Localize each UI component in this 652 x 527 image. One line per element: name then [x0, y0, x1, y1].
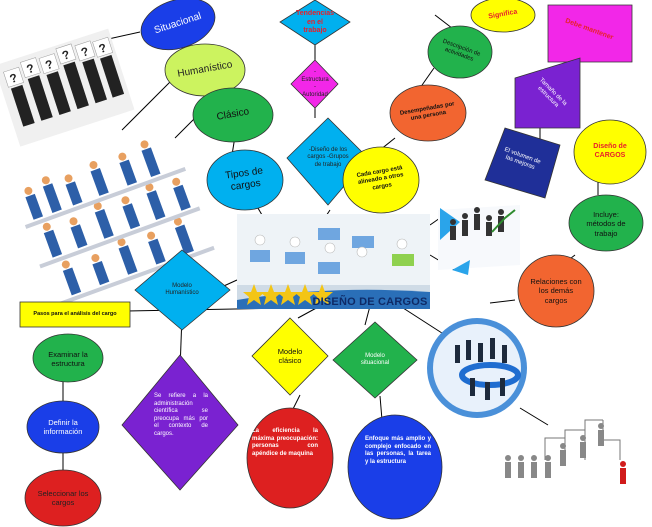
growth-illustration	[438, 205, 520, 275]
modelo-clasico-node-shape	[251, 317, 329, 396]
seleccionar-label[interactable]: Seleccionar los cargos	[37, 488, 89, 507]
clasico-node-shape	[192, 87, 274, 143]
modelo-humanistico-label[interactable]: Modelo Humanístico	[165, 282, 199, 297]
definir-label[interactable]: Definir la información	[43, 417, 83, 436]
svg-text:?: ?	[79, 44, 90, 60]
relaciones-node-shape	[517, 254, 595, 328]
modelo-humanistico-node-shape	[134, 249, 231, 331]
pasos-node-shape	[19, 301, 131, 328]
tipos-label[interactable]: Tipos de cargos	[224, 164, 264, 193]
modelo-situacional-node-shape	[332, 321, 418, 399]
question-people-illustration: ??? ???	[0, 28, 135, 147]
examinar-node-shape	[32, 333, 104, 383]
tipos-node-shape	[206, 149, 284, 211]
modelo-clasico-label[interactable]: Modelo clásico	[277, 346, 303, 365]
svg-text:?: ?	[43, 57, 54, 73]
pasos-label[interactable]: Pasos para el análisis del cargo	[33, 311, 117, 318]
diseno-cargos-node-shape	[573, 119, 647, 185]
diseno-grupos-node-shape	[286, 117, 369, 206]
svg-text:?: ?	[8, 71, 19, 87]
diseno-grupos-label[interactable]: -Diseño de los cargos -Grupos de trabajo	[307, 146, 349, 168]
tendencias-node-shape	[279, 0, 351, 46]
diseno-cargos-label[interactable]: Diseño de CARGOS	[593, 143, 627, 159]
page-title: DISEÑO DE CARGOS	[312, 296, 428, 309]
seleccionar-node-shape	[24, 469, 102, 527]
org-chart-illustration	[505, 419, 626, 484]
se-refiere-node-shape	[121, 354, 239, 491]
definir-node-shape	[26, 400, 100, 454]
significa-node-shape	[470, 0, 536, 33]
examinar-label[interactable]: Examinar la estructura	[48, 349, 88, 368]
svg-text:?: ?	[60, 47, 71, 63]
descripcion-node-shape	[427, 25, 493, 79]
situacional-node-shape	[140, 0, 216, 51]
incluye-label[interactable]: Incluye: métodos de trabajo	[586, 209, 626, 238]
desempenadas-node-shape	[389, 84, 467, 142]
debe-mantener-node-shape	[547, 4, 633, 63]
enfoque-label[interactable]: Enfoque más amplio y complejo enfocado e…	[365, 436, 431, 465]
volumen-node-shape	[484, 127, 561, 199]
relaciones-label[interactable]: Relaciones con los demás cargos	[530, 276, 582, 305]
central-image	[237, 214, 430, 309]
tendencias-label[interactable]: Tendencias en el trabajo	[296, 9, 334, 35]
svg-text:?: ?	[25, 61, 36, 77]
svg-text:?: ?	[97, 41, 108, 57]
modelo-situacional-label[interactable]: Modelo situacional	[360, 352, 390, 367]
estructura-node-shape	[290, 59, 339, 109]
se-refiere-label[interactable]: Se refiere a la administración científic…	[154, 393, 208, 437]
eficiencia-label[interactable]: La eficiencia la máxima preocupación: pe…	[252, 428, 318, 457]
eficiencia-node-shape	[246, 407, 334, 509]
tamano-node-shape	[514, 57, 581, 129]
team-circle-illustration	[427, 318, 527, 418]
incluye-node-shape	[568, 194, 644, 252]
enfoque-node-shape	[347, 414, 443, 520]
cada-cargo-node-shape	[342, 146, 420, 214]
estructura-label[interactable]: -Estructura -Autoridad	[301, 69, 329, 98]
